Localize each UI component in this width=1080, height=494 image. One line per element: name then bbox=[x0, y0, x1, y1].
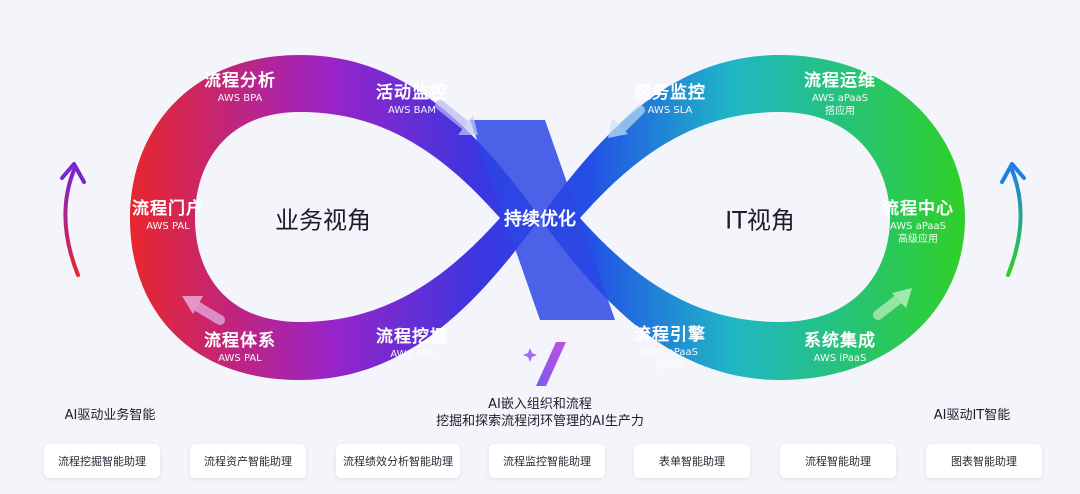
node-ipaas-sub: AWS iPaaS bbox=[813, 353, 867, 364]
node-bpa-sub: AWS BPA bbox=[217, 93, 263, 104]
node-engine-title: 流程引擎 bbox=[634, 325, 706, 345]
assistant-button-chart[interactable]: 图表智能助理 bbox=[926, 444, 1042, 478]
node-system-sub: AWS PAL bbox=[218, 353, 262, 364]
node-hub: 流程中心 AWS aPaaS 高级应用 bbox=[882, 198, 954, 246]
continuous-optimization-label: 持续优化 bbox=[504, 209, 576, 230]
node-sla-title: 服务监控 bbox=[634, 83, 706, 103]
node-portal-sub: AWS PAL bbox=[146, 221, 190, 232]
node-portal-title: 流程门户 bbox=[132, 199, 204, 219]
ai-slash-logo-icon bbox=[523, 342, 566, 386]
left-lobe bbox=[130, 55, 540, 380]
node-bam-title: 活动监控 bbox=[376, 83, 448, 103]
it-view-label: IT视角 bbox=[725, 206, 795, 235]
node-ops-sub1: AWS aPaaS bbox=[811, 93, 869, 104]
assistant-button-assets[interactable]: 流程资产智能助理 bbox=[190, 444, 306, 478]
ai-note: AI嵌入组织和流程 挖掘和探索流程闭环管理的AI生产力 bbox=[436, 396, 644, 430]
assistant-bar: 流程挖掘智能助理 流程资产智能助理 流程绩效分析智能助理 流程监控智能助理 表单… bbox=[0, 440, 1080, 484]
node-pmi-sub: AWS PMI bbox=[390, 349, 434, 360]
left-side-arrow-icon bbox=[60, 162, 86, 277]
node-ipaas: 系统集成 AWS iPaaS bbox=[804, 330, 876, 365]
flow-arrow-ipaas bbox=[873, 288, 912, 320]
node-pmi-title: 流程挖掘 bbox=[376, 327, 448, 347]
flow-arrow-bam bbox=[435, 100, 478, 135]
node-sla: 服务监控 AWS SLA bbox=[634, 82, 706, 117]
business-view-label: 业务视角 bbox=[275, 206, 371, 235]
right-lobe bbox=[540, 55, 965, 380]
node-hub-sub2: 高级应用 bbox=[898, 234, 938, 245]
right-side-arrow-icon bbox=[1000, 162, 1026, 277]
right-caption: AI驱动IT智能 bbox=[933, 408, 1011, 423]
node-ops-sub2: 搭应用 bbox=[825, 106, 855, 117]
node-sla-sub: AWS SLA bbox=[647, 105, 693, 116]
crossing-band bbox=[470, 120, 615, 320]
node-portal: 流程门户 AWS PAL bbox=[132, 198, 204, 233]
assistant-button-process[interactable]: 流程智能助理 bbox=[780, 444, 896, 478]
node-bam-sub: AWS BAM bbox=[387, 105, 437, 116]
ai-note-line1: AI嵌入组织和流程 bbox=[488, 397, 592, 412]
node-system: 流程体系 AWS PAL bbox=[204, 330, 276, 365]
node-engine-sub2: 搭应用 bbox=[655, 360, 685, 371]
assistant-button-performance[interactable]: 流程绩效分析智能助理 bbox=[336, 444, 460, 478]
assistant-button-monitoring[interactable]: 流程监控智能助理 bbox=[489, 444, 605, 478]
node-ops-title: 流程运维 bbox=[804, 71, 876, 91]
node-engine: 流程引擎 AWS aPaaS 搭应用 bbox=[634, 324, 706, 372]
node-hub-sub1: AWS aPaaS bbox=[889, 221, 947, 232]
flow-arrow-sla bbox=[608, 105, 645, 138]
flow-arrow-system bbox=[182, 296, 225, 325]
assistant-button-mining[interactable]: 流程挖掘智能助理 bbox=[44, 444, 160, 478]
ai-note-line2: 挖掘和探索流程闭环管理的AI生产力 bbox=[436, 414, 644, 429]
node-ops: 流程运维 AWS aPaaS 搭应用 bbox=[804, 70, 876, 118]
node-ipaas-title: 系统集成 bbox=[804, 331, 876, 351]
node-bpa-title: 流程分析 bbox=[204, 71, 276, 91]
node-pmi: 流程挖掘 AWS PMI bbox=[376, 326, 448, 361]
assistant-button-form[interactable]: 表单智能助理 bbox=[634, 444, 750, 478]
node-bpa: 流程分析 AWS BPA bbox=[204, 70, 276, 105]
node-hub-title: 流程中心 bbox=[882, 199, 954, 219]
node-engine-sub1: AWS aPaaS bbox=[641, 347, 699, 358]
left-caption: AI驱动业务智能 bbox=[64, 408, 156, 423]
node-system-title: 流程体系 bbox=[204, 331, 276, 351]
node-bam: 活动监控 AWS BAM bbox=[376, 82, 448, 117]
